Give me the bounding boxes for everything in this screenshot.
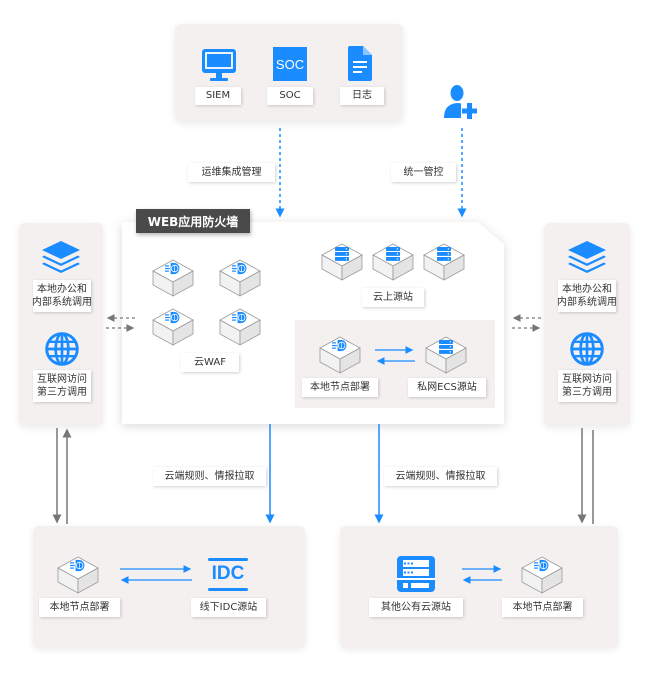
right-office-line2: 内部系统调用 [557, 297, 617, 308]
soc-icon: SOC [273, 47, 307, 81]
private-ecs-label: 私网ECS源站 [408, 378, 486, 397]
soc-label: SOC [267, 87, 313, 105]
right-internet-line1: 互联网访问 [562, 373, 612, 385]
right-office-line1: 本地办公和 [562, 283, 612, 295]
public-cloud-label: 其他公有云源站 [369, 598, 463, 617]
cloud-rules-right-label: 云端规则、情报拉取 [384, 467, 497, 486]
left-internet-line2: 第三方调用 [37, 387, 87, 398]
document-icon [348, 46, 372, 81]
left-office-line2: 内部系统调用 [32, 297, 92, 308]
cloud-rules-left-label: 云端规则、情报拉取 [153, 467, 266, 486]
left-office-label: 本地办公和 内部系统调用 [32, 280, 92, 312]
right-internet-line2: 第三方调用 [562, 387, 612, 398]
idc-origin-label: 线下IDC源站 [191, 598, 266, 617]
ops-integration-label: 运维集成管理 [188, 163, 275, 182]
idc-icon: IDC [208, 558, 248, 592]
cloud-origin-label: 云上源站 [362, 288, 424, 307]
cloud-waf-label: 云WAF [181, 353, 239, 372]
left-internet-label: 互联网访问 第三方调用 [33, 370, 91, 402]
user-add-icon [444, 85, 478, 119]
right-internet-label: 互联网访问 第三方调用 [558, 370, 616, 402]
server-rack-icon [397, 556, 435, 592]
idc-local-node-label: 本地节点部署 [39, 598, 120, 617]
unified-control-label: 统一管控 [391, 163, 456, 182]
left-internet-line1: 互联网访问 [37, 373, 87, 385]
log-label: 日志 [340, 87, 384, 105]
right-office-label: 本地办公和 内部系统调用 [557, 280, 617, 312]
left-office-line1: 本地办公和 [37, 283, 87, 295]
local-node-label: 本地节点部署 [302, 378, 378, 397]
public-cloud-panel [340, 526, 618, 648]
monitor-icon [202, 49, 236, 81]
idc-icon-text: IDC [211, 563, 245, 584]
cloud-local-node-label: 本地节点部署 [502, 598, 583, 617]
waf-title: WEB应用防火墙 [136, 209, 250, 233]
siem-label: SIEM [195, 87, 241, 105]
